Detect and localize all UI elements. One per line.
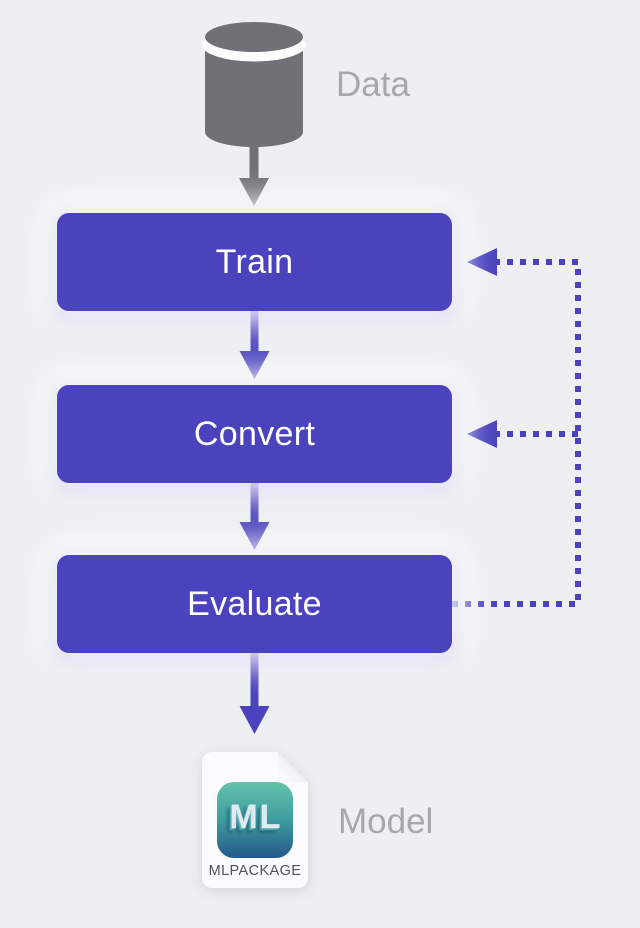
step-train-label: Train — [215, 242, 294, 281]
data-label: Data — [336, 65, 410, 104]
feedback-arrowhead-train — [467, 248, 497, 276]
evaluate-to-model-arrow — [239, 653, 270, 734]
data-to-train-arrow — [239, 146, 269, 206]
step-evaluate-label: Evaluate — [187, 584, 322, 623]
feedback-loop-path — [452, 248, 581, 607]
file-type-label: MLPACKAGE — [208, 863, 302, 879]
step-evaluate: Evaluate — [57, 555, 452, 653]
page-fold-icon — [278, 752, 308, 782]
mlpackage-file-icon: ML MLPACKAGE — [202, 752, 308, 888]
step-train: Train — [57, 213, 452, 311]
ml-app-icon: ML — [217, 782, 293, 858]
database-bottom — [205, 117, 303, 147]
feedback-dotted-line — [452, 259, 581, 607]
step-convert: Convert — [57, 385, 452, 483]
ml-app-icon-letters: ML — [229, 797, 283, 836]
model-label: Model — [338, 802, 434, 841]
convert-to-evaluate-arrow — [239, 483, 270, 550]
train-to-convert-arrow — [239, 311, 270, 379]
database-icon — [202, 22, 306, 147]
feedback-arrowhead-convert — [467, 420, 497, 448]
database-lid — [205, 22, 303, 52]
step-convert-label: Convert — [193, 414, 316, 453]
